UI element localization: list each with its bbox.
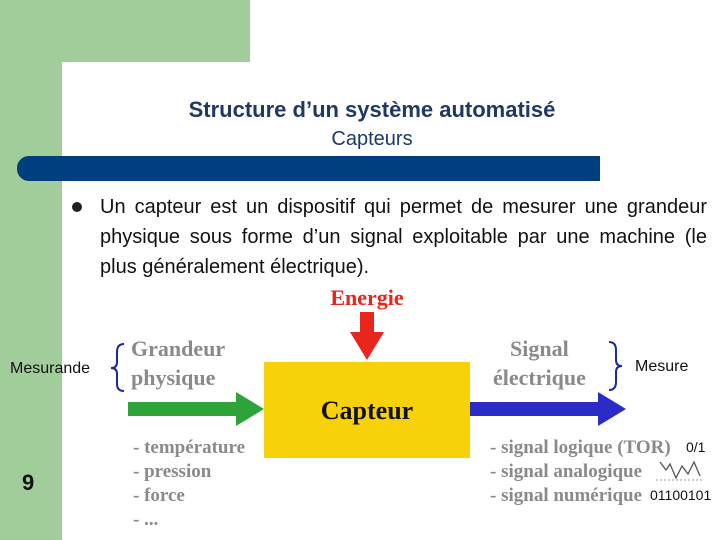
output-item: - signal numérique [490,485,642,506]
input-item: - force [133,485,185,506]
capteur-box [264,362,470,458]
left-brace-icon [110,343,125,392]
signal-label-line1: Signal [510,336,569,361]
slide-subtitle: Capteurs [331,128,413,150]
input-item: - pression [133,461,212,482]
top-decor-band [0,0,250,62]
output-item: - signal logique (TOR) [490,437,671,458]
left-decor-band [0,0,62,540]
output-item: - signal analogique [490,461,642,482]
bullet-icon [72,202,82,212]
input-arrow-head [236,392,264,426]
slide-title: Structure d’un système automatisé [188,97,556,122]
right-brace-icon [608,341,623,391]
output-arrow-shaft [470,402,600,416]
digital-value: 01100101 [650,487,712,503]
energie-label: Energie [330,285,404,310]
energie-arrow-head [350,332,384,360]
input-arrow-shaft [128,402,240,416]
definition-text: Un capteur est un dispositif qui permet … [100,196,707,278]
input-item: - ... [133,509,158,530]
page-number: 9 [22,470,35,495]
title-divider-bar [17,156,600,181]
mesurande-label: Mesurande [10,360,91,377]
tor-value: 0/1 [686,439,706,455]
grandeur-label-line1: Grandeur [131,336,225,361]
output-arrow-head [598,392,626,426]
input-item: - température [133,437,245,458]
mesure-label: Mesure [635,358,689,375]
energie-arrow-shaft [360,312,374,334]
signal-label-line2: électrique [493,365,586,390]
grandeur-label-line2: physique [131,365,216,390]
analog-wave-icon [659,460,701,480]
capteur-label: Capteur [321,396,413,425]
